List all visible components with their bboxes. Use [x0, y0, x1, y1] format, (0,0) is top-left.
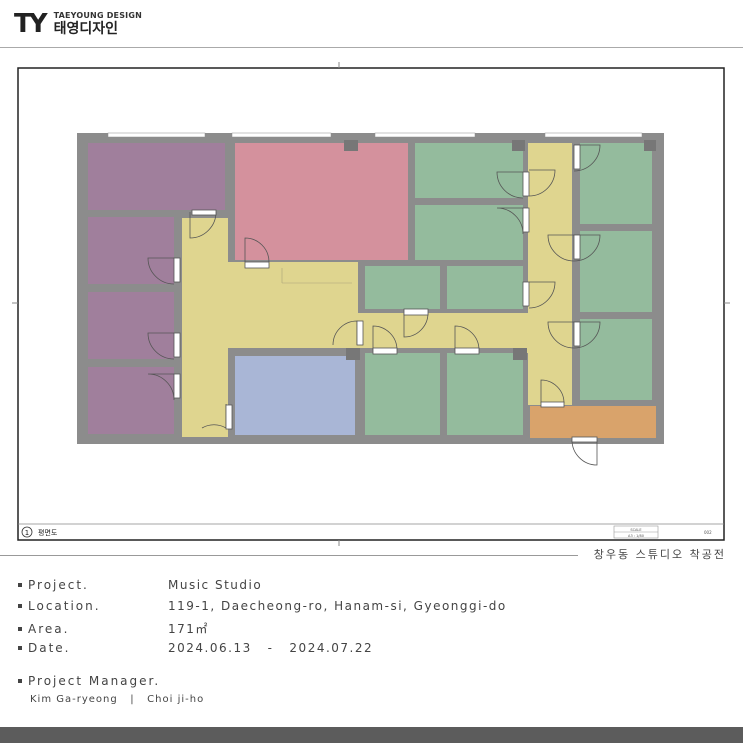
corridor	[182, 143, 572, 437]
bullet	[18, 603, 22, 608]
green-rooms	[365, 143, 652, 435]
info-value: Music Studio	[168, 578, 263, 592]
info-label: Location.	[28, 599, 101, 613]
room-green-9	[580, 319, 652, 400]
room-green-6	[447, 353, 523, 435]
room-green-3	[365, 266, 440, 309]
room-pink	[235, 143, 408, 260]
room-orange	[530, 406, 656, 438]
info-value: 2024.06.13 - 2024.07.22	[168, 641, 374, 655]
sheet-number-circle	[21, 526, 33, 538]
brand-text: TAEYOUNG DESIGN 태영디자인	[53, 11, 143, 37]
info-value: 119-1, Daecheong-ro, Hanam-si, Gyeonggi-…	[168, 599, 507, 613]
window	[374, 132, 476, 138]
bullet	[18, 626, 22, 631]
info-manager: Project Manager.	[18, 674, 160, 692]
purple-rooms	[88, 143, 225, 434]
doors	[147, 144, 601, 466]
bullet	[18, 582, 22, 587]
bullet	[18, 678, 22, 683]
info-label: Project.	[28, 578, 89, 592]
room-purple-1	[88, 143, 225, 210]
room-blue	[235, 356, 355, 435]
brand-name-en: TAEYOUNG DESIGN	[53, 11, 143, 20]
room-purple-3	[88, 292, 174, 359]
room-green-8	[580, 231, 652, 312]
manager-names: Kim Ga-ryeong | Choi ji-ho	[30, 694, 205, 705]
info-area: Area. 171㎡	[18, 620, 209, 638]
info-project: Project. Music Studio	[18, 578, 262, 596]
info-label: Area.	[28, 622, 70, 636]
room-green-2	[415, 205, 523, 260]
info-date: Date. 2024.06.13 - 2024.07.22	[18, 641, 373, 659]
window	[544, 132, 643, 138]
scale-label: SCALE	[630, 528, 641, 532]
sheet-number: 1	[25, 529, 29, 537]
caption-row: 창우동 스튜디오 착공전	[0, 542, 743, 566]
brand-logo: TY TAEYOUNG DESIGN 태영디자인	[14, 10, 142, 38]
info-label: Date.	[28, 641, 71, 655]
sheet-title: 평면도	[38, 528, 58, 537]
caption-line	[0, 555, 578, 556]
footer-bar	[0, 727, 743, 743]
room-green-7	[580, 143, 652, 224]
room-purple-4	[88, 367, 174, 434]
bullet	[18, 645, 22, 650]
room-green-1	[415, 143, 523, 198]
scale-value: A3 : 1/80	[628, 534, 644, 538]
room-purple-2	[88, 217, 174, 284]
brand-name-ko: 태영디자인	[53, 21, 118, 37]
caption-text: 창우동 스튜디오 착공전	[593, 548, 726, 561]
info-value: 171㎡	[168, 622, 209, 636]
columns	[344, 140, 656, 360]
window	[107, 132, 206, 138]
window	[231, 132, 332, 138]
header-divider	[0, 47, 743, 48]
brand-mark: TY	[14, 9, 48, 39]
room-green-5	[365, 353, 440, 435]
sheet-code: 002	[704, 530, 712, 535]
info-location: Location. 119-1, Daecheong-ro, Hanam-si, …	[18, 599, 507, 617]
info-label: Project Manager.	[28, 674, 161, 688]
room-green-4	[447, 266, 523, 309]
